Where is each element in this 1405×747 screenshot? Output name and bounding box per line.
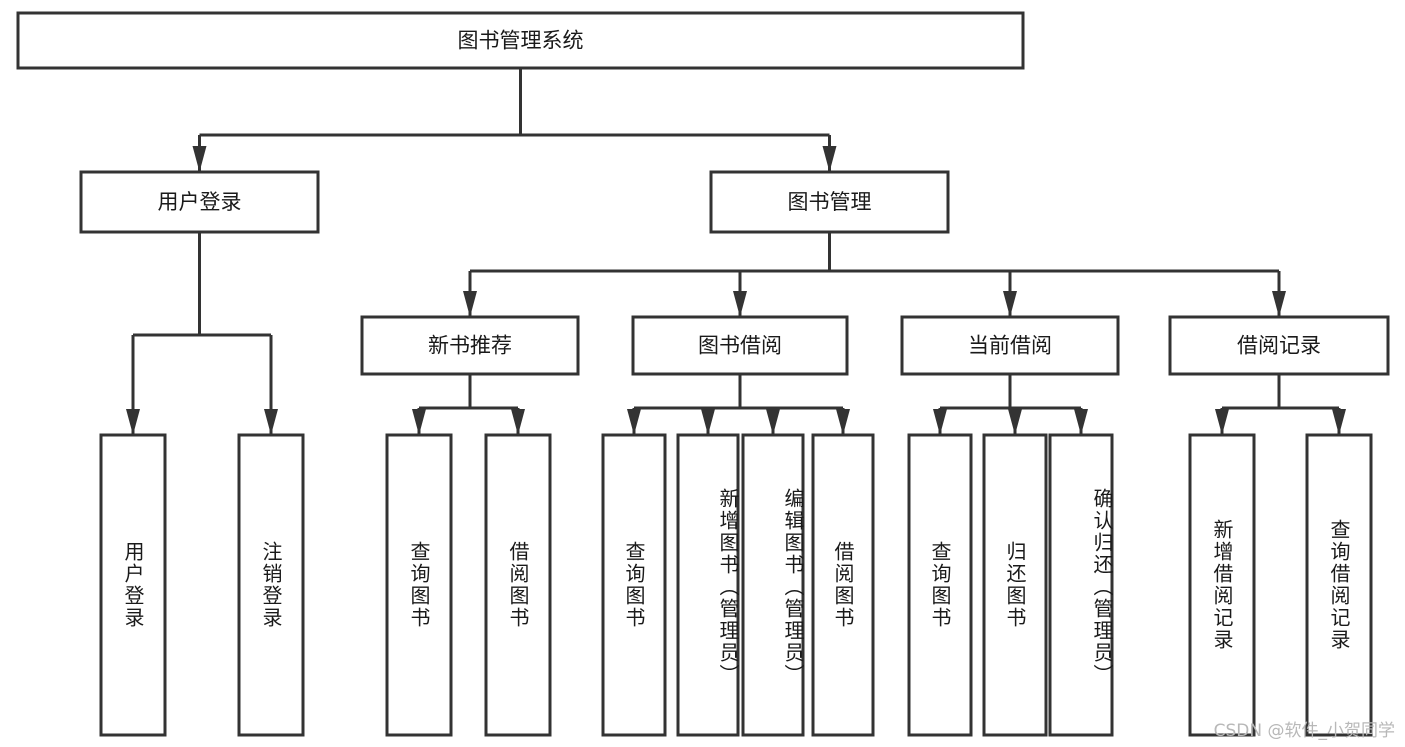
node-box-leaf-query-book-1[interactable]	[385, 433, 453, 737]
arrow-head	[1215, 409, 1229, 435]
node-box-leaf-return-book[interactable]	[982, 433, 1048, 737]
connector-lines	[126, 68, 1346, 435]
arrow-head	[701, 409, 715, 435]
node-box-current-borrow[interactable]	[900, 315, 1120, 376]
node-box-leaf-add-borrow-record[interactable]	[1188, 433, 1256, 737]
arrow-head	[1003, 291, 1017, 317]
node-box-leaf-query-book-2[interactable]	[601, 433, 667, 737]
arrow-head	[733, 291, 747, 317]
node-boxes	[16, 11, 1390, 737]
arrow-head	[126, 409, 140, 435]
node-box-root[interactable]	[16, 11, 1025, 70]
arrow-head	[836, 409, 850, 435]
node-label-current-borrow: 当前借阅	[968, 334, 1052, 358]
arrow-head	[192, 146, 207, 172]
node-box-book-manage[interactable]	[709, 170, 950, 234]
arrow-head	[1008, 409, 1022, 435]
arrow-head	[627, 409, 641, 435]
arrow-head	[933, 409, 947, 435]
node-label-new-book-recommend: 新书推荐	[428, 334, 512, 358]
node-label-root: 图书管理系统	[458, 29, 584, 53]
arrow-head	[511, 409, 525, 435]
arrow-head	[1332, 409, 1346, 435]
arrow-head	[822, 146, 837, 172]
node-box-user-login[interactable]	[79, 170, 320, 234]
node-box-leaf-query-borrow-record[interactable]	[1305, 433, 1373, 737]
node-label-book-manage: 图书管理	[788, 190, 872, 214]
node-box-leaf-user-login[interactable]	[99, 433, 167, 737]
node-box-leaf-edit-book[interactable]	[741, 433, 805, 737]
node-box-leaf-add-book[interactable]	[676, 433, 740, 737]
arrow-head	[264, 409, 278, 435]
node-box-leaf-logout[interactable]	[237, 433, 305, 737]
node-box-leaf-borrow-book-2[interactable]	[811, 433, 875, 737]
node-box-leaf-confirm-return[interactable]	[1048, 433, 1114, 737]
arrow-head	[463, 291, 477, 317]
arrow-head	[412, 409, 426, 435]
arrow-head	[1074, 409, 1088, 435]
node-box-borrow-record[interactable]	[1168, 315, 1390, 376]
watermark-text: CSDN @软件_小贺同学	[1213, 721, 1395, 741]
node-box-leaf-query-book-3[interactable]	[907, 433, 973, 737]
node-label-book-borrow: 图书借阅	[698, 334, 782, 358]
arrow-head	[1272, 291, 1286, 317]
node-box-new-book-recommend[interactable]	[360, 315, 580, 376]
arrow-head	[766, 409, 780, 435]
node-label-user-login: 用户登录	[158, 190, 242, 214]
node-box-book-borrow[interactable]	[631, 315, 849, 376]
node-label-borrow-record: 借阅记录	[1237, 334, 1321, 358]
node-box-leaf-borrow-book-1[interactable]	[484, 433, 552, 737]
